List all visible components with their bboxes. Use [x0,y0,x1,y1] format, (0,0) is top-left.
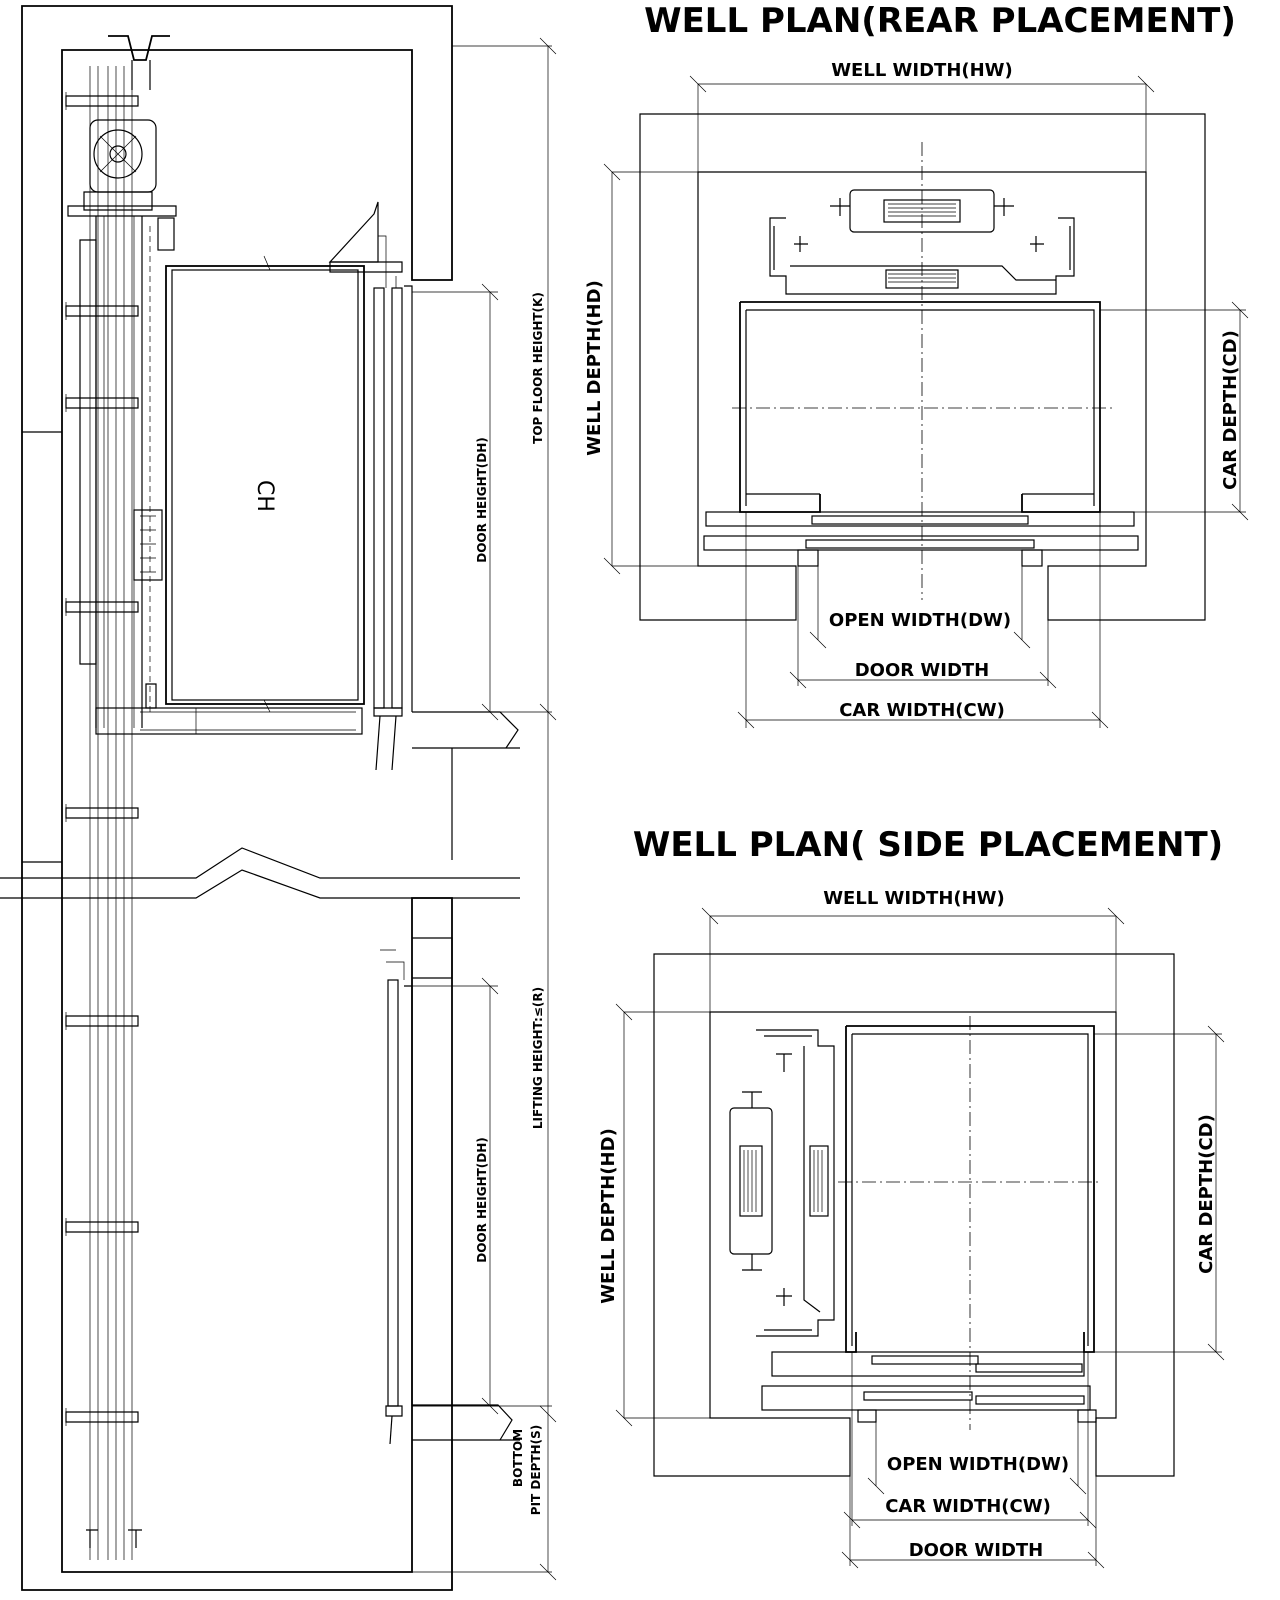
side-wall-outer [653,953,1175,1477]
rear-dim-car-width: CAR WIDTH(CW) [737,512,1109,729]
side-car-rails [756,1029,835,1337]
bottom-pit-label-1: BOTTOM [511,1429,525,1487]
traction-machine [67,119,177,251]
rear-well-depth-label: WELL DEPTH(HD) [584,280,605,456]
side-car-width-label: CAR WIDTH(CW) [885,1496,1051,1517]
side-doors [761,1351,1097,1423]
rear-dim-door-width: DOOR WIDTH [789,566,1057,689]
rear-door-width-label: DOOR WIDTH [855,660,990,681]
rear-well-width-label: WELL WIDTH(HW) [831,60,1013,81]
rear-dim-well-width: WELL WIDTH(HW) [689,60,1155,172]
top-hook [108,35,170,61]
side-dim-well-depth: WELL DEPTH(HD) [598,1003,710,1427]
rear-dim-open-width: OPEN WIDTH(DW) [809,566,1031,649]
break-line [0,847,520,899]
rear-car [739,301,1101,513]
side-door-width-label: DOOR WIDTH [909,1540,1044,1561]
side-dim-door-width: DOOR WIDTH [841,1476,1105,1569]
rail-brackets [65,92,139,1426]
rear-car-depth-label: CAR DEPTH(CD) [1220,330,1241,490]
top-floor-height-label: TOP FLOOR HEIGHT(K) [531,292,545,444]
rear-car-width-label: CAR WIDTH(CW) [839,700,1005,721]
side-dim-car-width: CAR WIDTH(CW) [843,1352,1097,1529]
landing-door-lower [380,949,413,1445]
side-open-width-label: OPEN WIDTH(DW) [887,1454,1069,1475]
car-height-label: CH [252,480,277,512]
side-well-depth-label: WELL DEPTH(HD) [598,1128,619,1304]
dim-top-floor-height: TOP FLOOR HEIGHT(K) LIFTING HEIGHT:≤(R) [412,37,557,1581]
rear-doors [703,511,1139,567]
rear-plan-title: WELL PLAN(REAR PLACEMENT) [644,1,1236,41]
rear-placement-plan: WELL PLAN(REAR PLACEMENT) [584,1,1249,729]
car-cabin: CH [95,255,365,735]
door-height-upper-label: DOOR HEIGHT(DH) [475,437,489,563]
dim-door-height-upper: DOOR HEIGHT(DH) [412,283,499,721]
rear-dim-well-depth: WELL DEPTH(HD) [584,163,698,575]
side-plan-title: WELL PLAN( SIDE PLACEMENT) [633,825,1223,865]
safety-gear [133,509,163,581]
rear-dim-car-depth: CAR DEPTH(CD) [1100,301,1249,521]
side-dim-well-width: WELL WIDTH(HW) [701,888,1125,1012]
elevator-section-view: CH DOOR H [0,5,557,1591]
side-dim-car-depth: CAR DEPTH(CD) [1094,1025,1225,1361]
side-dim-open-width: OPEN WIDTH(DW) [867,1422,1087,1495]
bottom-pit-label-2: PIT DEPTH(S) [529,1425,543,1515]
door-height-lower-label: DOOR HEIGHT(DH) [475,1137,489,1263]
landing-door-upper [328,201,413,771]
side-counterweight [729,1091,773,1271]
lifting-height-label: LIFTING HEIGHT:≤(R) [531,987,545,1129]
rear-car-rails [769,217,1075,295]
side-well-width-label: WELL WIDTH(HW) [823,888,1005,909]
dim-door-height-lower: DOOR HEIGHT(DH) [412,977,499,1415]
guide-rails [89,66,143,1560]
rear-open-width-label: OPEN WIDTH(DW) [829,610,1011,631]
side-placement-plan: WELL PLAN( SIDE PLACEMENT) [598,825,1225,1569]
rear-counterweight [830,189,1014,233]
side-car-depth-label: CAR DEPTH(CD) [1196,1114,1217,1274]
